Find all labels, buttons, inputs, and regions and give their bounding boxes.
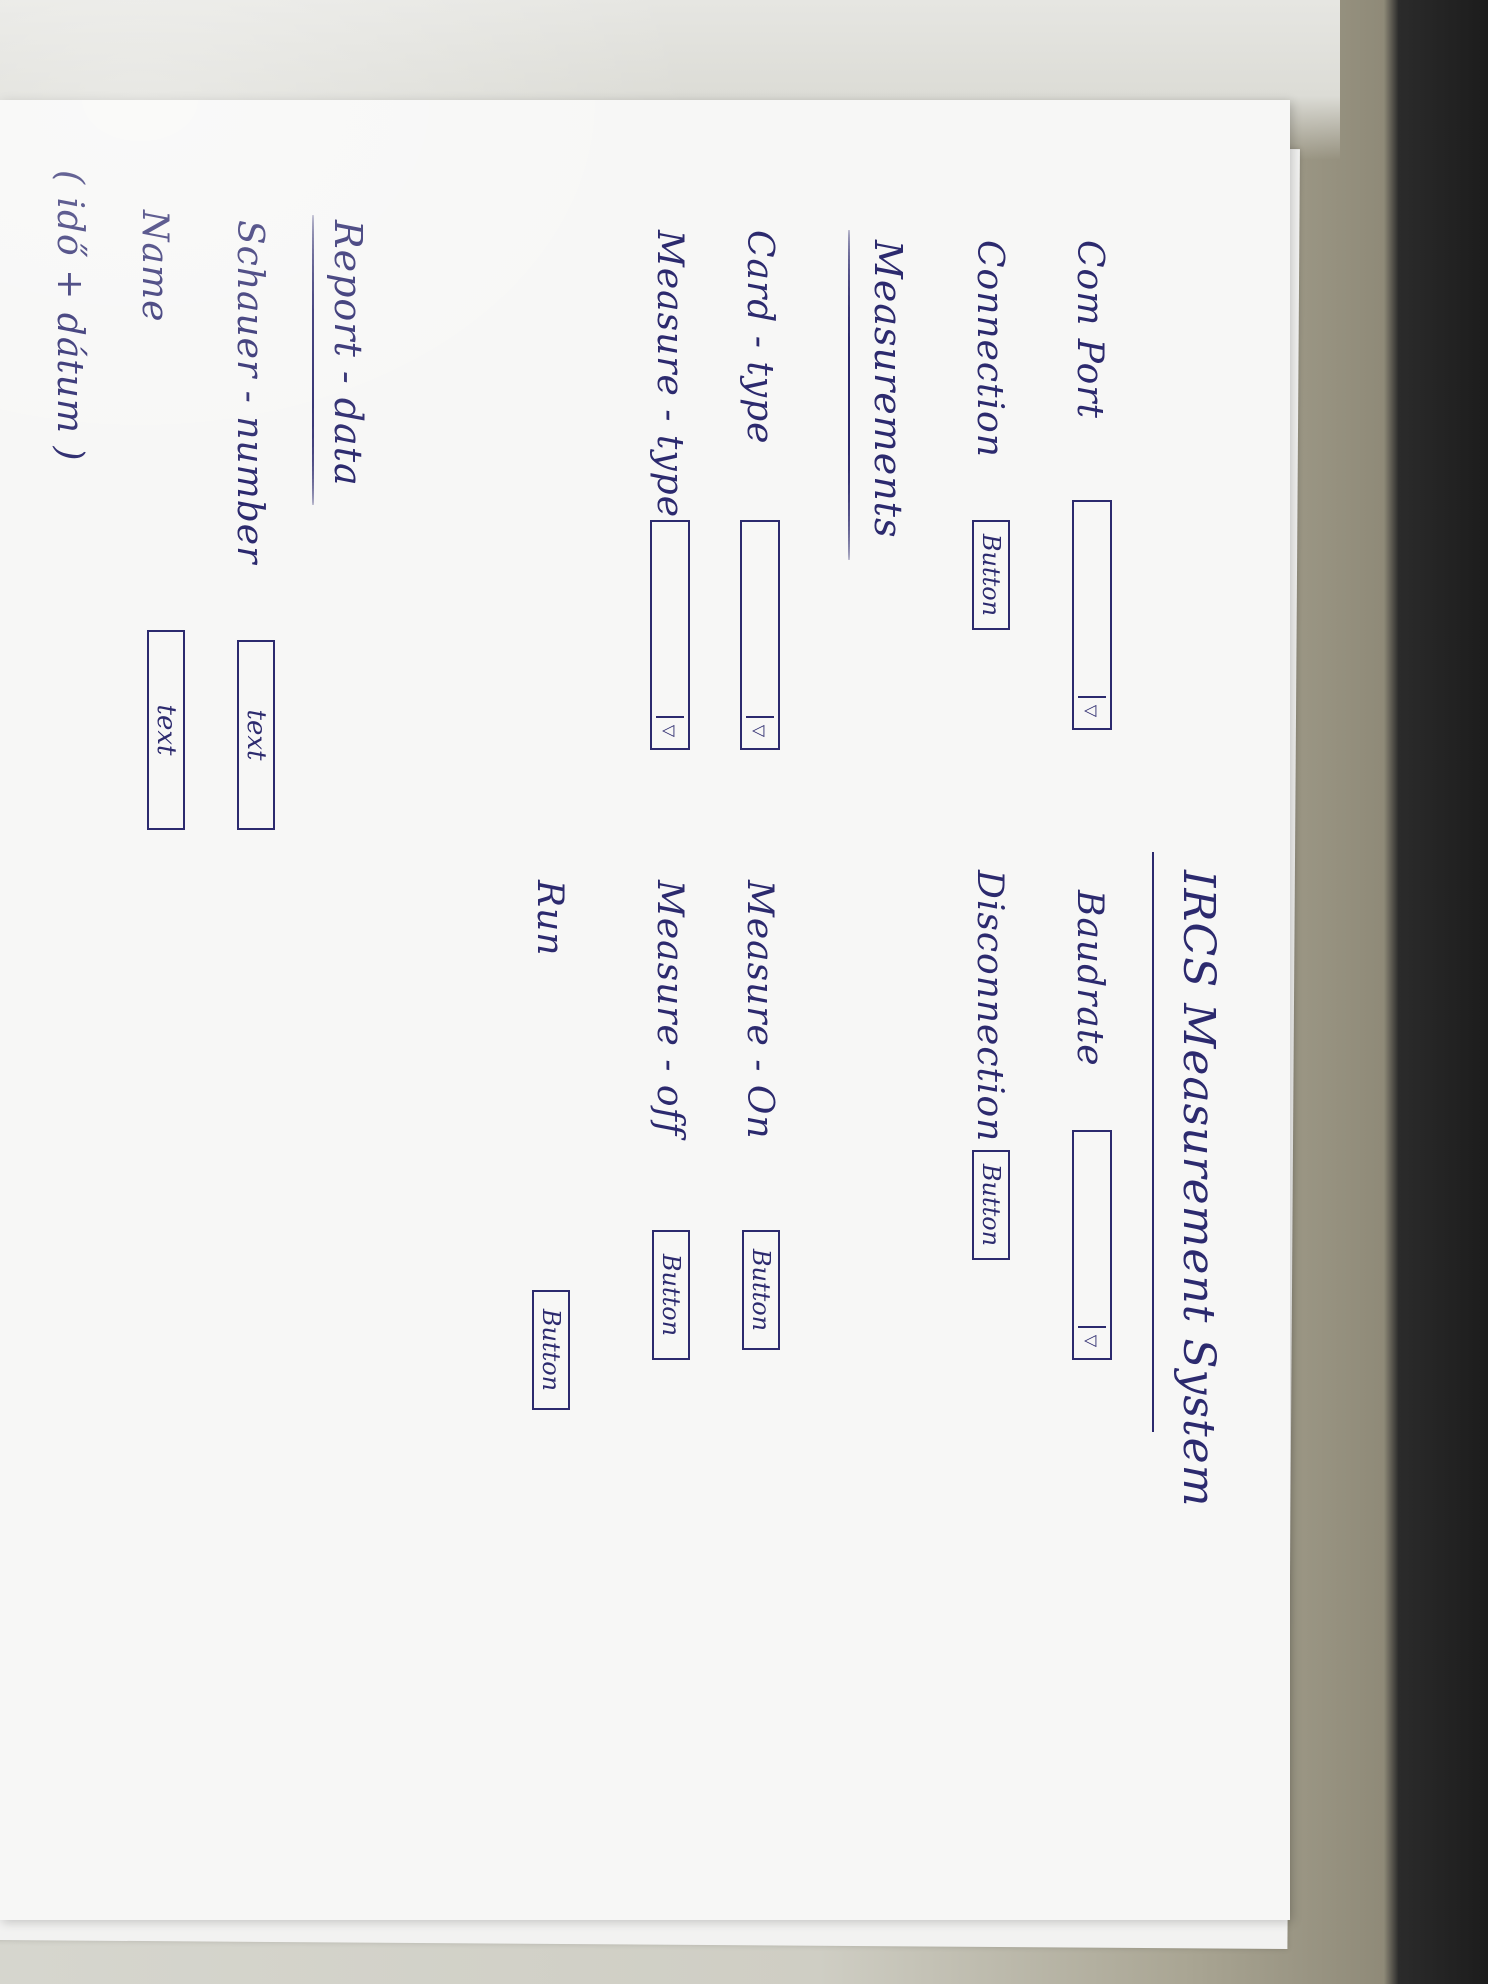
report-data-heading: Report - data — [326, 220, 370, 487]
baudrate-dropdown[interactable]: ▽ — [1072, 1130, 1112, 1360]
measure-type-label: Measure - type — [649, 230, 690, 519]
app-title: IRCS Measurement System — [1173, 870, 1224, 1508]
paper-sheet — [0, 100, 1290, 1920]
baudrate-label: Baudrate — [1069, 890, 1110, 1067]
connection-button[interactable]: Button — [972, 520, 1010, 630]
measurements-underline — [848, 230, 850, 560]
title-underline — [1152, 852, 1154, 1432]
report-data-underline — [312, 215, 314, 505]
com-port-label: Com Port — [1069, 240, 1110, 419]
measure-off-button[interactable]: Button — [652, 1230, 690, 1360]
card-type-dropdown[interactable]: ▽ — [740, 520, 780, 750]
measure-on-label: Measure - On — [739, 880, 780, 1140]
name-field[interactable]: text — [147, 630, 185, 830]
measurements-heading: Measurements — [866, 240, 910, 539]
com-port-dropdown[interactable]: ▽ — [1072, 500, 1112, 730]
run-button[interactable]: Button — [532, 1290, 570, 1410]
measure-off-label: Measure - off — [649, 880, 690, 1137]
chevron-down-icon: ▽ — [1078, 696, 1106, 724]
measure-type-dropdown[interactable]: ▽ — [650, 520, 690, 750]
disconnection-label: Disconnection — [969, 870, 1010, 1143]
measure-on-button[interactable]: Button — [742, 1230, 780, 1350]
run-label: Run — [529, 880, 570, 957]
wireframe-sketch: IRCS Measurement System Com Port ▽ Baudr… — [0, 40, 1250, 1790]
chevron-down-icon: ▽ — [1078, 1326, 1106, 1354]
card-type-label: Card - type — [739, 230, 780, 445]
disconnection-button[interactable]: Button — [972, 1150, 1010, 1260]
name-label: Name — [134, 210, 175, 323]
schauer-number-field[interactable]: text — [237, 640, 275, 830]
chevron-down-icon: ▽ — [746, 716, 774, 744]
timestamp-note: ( idő + dátum ) — [49, 170, 90, 462]
connection-label: Connection — [969, 240, 1010, 458]
chevron-down-icon: ▽ — [656, 716, 684, 744]
schauer-number-label: Schauer - number — [229, 220, 270, 565]
